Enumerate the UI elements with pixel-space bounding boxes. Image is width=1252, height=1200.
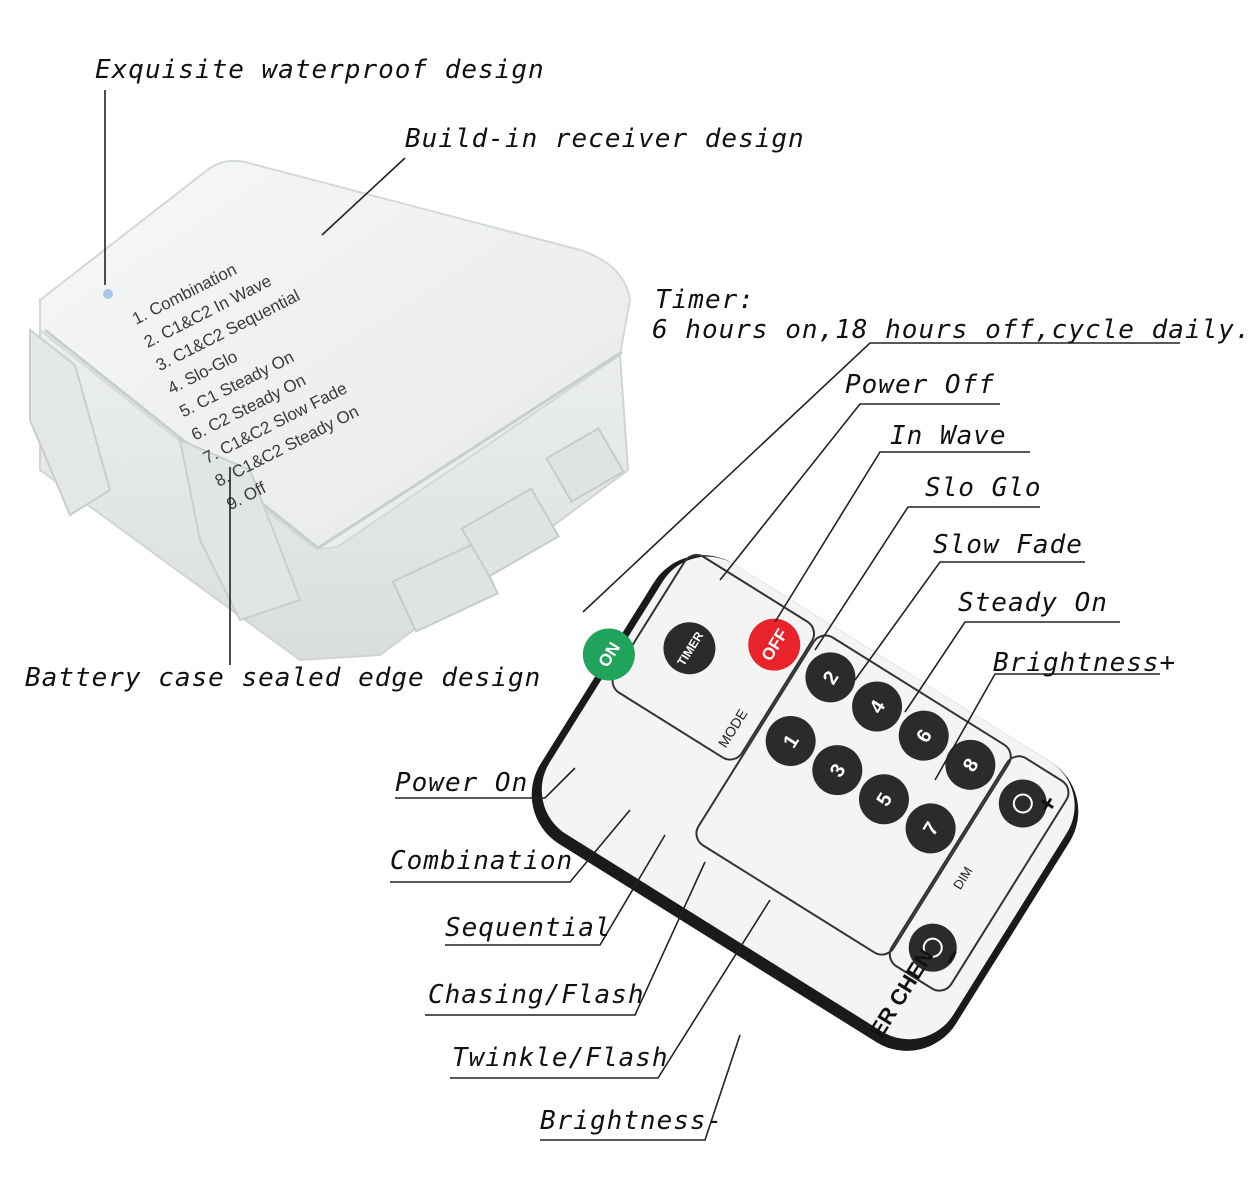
leader-lines <box>104 90 1180 1141</box>
on-button[interactable] <box>573 619 645 691</box>
mode-key-5[interactable] <box>850 765 919 834</box>
sealed-edge-label: Battery case sealed edge design <box>25 663 542 693</box>
slo-glo-label: Slo Glo <box>925 473 1042 503</box>
brightness-down-button[interactable] <box>900 915 966 981</box>
mode-key-6[interactable] <box>889 701 958 770</box>
receiver-led-icon <box>103 289 113 299</box>
in-wave-label: In Wave <box>890 421 1007 451</box>
mode-key-1[interactable] <box>756 707 825 776</box>
brightness-up-button[interactable] <box>990 770 1056 836</box>
off-button[interactable] <box>738 609 810 681</box>
timer-detail-label: 6 hours on,18 hours off,cycle daily. <box>652 315 1252 345</box>
mode-key-2[interactable] <box>796 643 865 712</box>
chasing-flash-label: Chasing/Flash <box>428 980 645 1010</box>
twinkle-flash-label: Twinkle/Flash <box>452 1043 669 1073</box>
timer-title-label: Timer: <box>655 285 755 315</box>
mode-key-4[interactable] <box>843 672 912 741</box>
timer-button[interactable] <box>654 612 726 684</box>
mode-key-8[interactable] <box>936 730 1005 799</box>
steady-on-label: Steady On <box>958 588 1108 618</box>
mode-key-7[interactable] <box>896 794 965 863</box>
sun-outline-icon <box>922 937 943 958</box>
slow-fade-label: Slow Fade <box>933 530 1083 560</box>
brightness-minus-label: Brightness- <box>540 1106 724 1136</box>
receiver-label: Build-in receiver design <box>405 124 805 154</box>
brightness-plus-label: Brightness+ <box>993 648 1177 678</box>
waterproof-label: Exquisite waterproof design <box>95 55 545 85</box>
battery-box <box>29 159 632 662</box>
sun-icon <box>1012 793 1033 814</box>
combination-label: Combination <box>390 846 574 876</box>
mode-key-3[interactable] <box>803 736 872 805</box>
power-on-label: Power On <box>395 768 529 798</box>
power-off-label: Power Off <box>845 370 995 400</box>
sequential-label: Sequential <box>445 913 612 943</box>
